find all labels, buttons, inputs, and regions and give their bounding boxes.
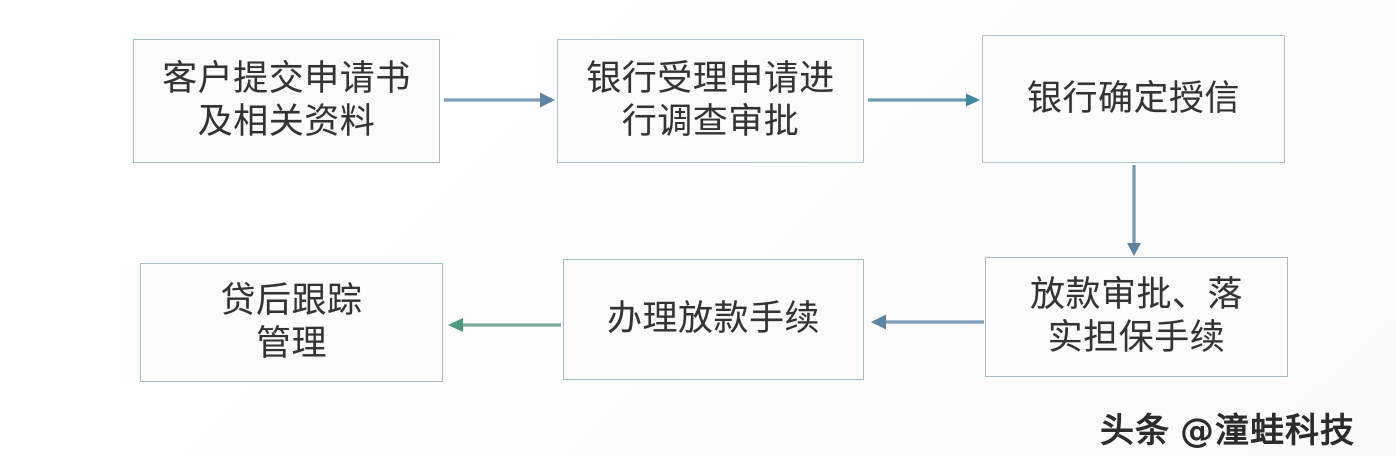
flow-node-2-label: 银行受理申请进 行调查审批 bbox=[586, 59, 835, 142]
flow-arrow-3-to-4 bbox=[1122, 165, 1146, 257]
flow-node-1-label: 客户提交申请书 及相关资料 bbox=[162, 59, 411, 142]
flow-node-6[interactable]: 贷后跟踪 管理 bbox=[140, 263, 443, 382]
watermark-brand: 头条 bbox=[1100, 411, 1170, 451]
flow-node-4[interactable]: 放款审批、落 实担保手续 bbox=[985, 257, 1288, 377]
flow-arrow-4-to-5 bbox=[870, 310, 984, 334]
flow-arrow-1-to-2 bbox=[444, 88, 556, 112]
flow-node-4-label: 放款审批、落 实担保手续 bbox=[1029, 275, 1243, 358]
flow-node-5[interactable]: 办理放款手续 bbox=[563, 259, 864, 380]
flow-arrow-5-to-6 bbox=[447, 313, 561, 337]
watermark-handle: @潼蛙科技 bbox=[1180, 411, 1355, 451]
watermark: 头条 @潼蛙科技 bbox=[1100, 403, 1355, 452]
flow-arrow-2-to-3 bbox=[868, 88, 980, 112]
flow-node-6-label: 贷后跟踪 管理 bbox=[220, 280, 363, 364]
flow-node-1[interactable]: 客户提交申请书 及相关资料 bbox=[133, 39, 440, 163]
flow-node-5-label: 办理放款手续 bbox=[606, 299, 820, 340]
flow-node-3[interactable]: 银行确定授信 bbox=[982, 35, 1285, 163]
flow-node-2[interactable]: 银行受理申请进 行调查审批 bbox=[557, 39, 864, 163]
flow-node-3-label: 银行确定授信 bbox=[1026, 78, 1240, 119]
